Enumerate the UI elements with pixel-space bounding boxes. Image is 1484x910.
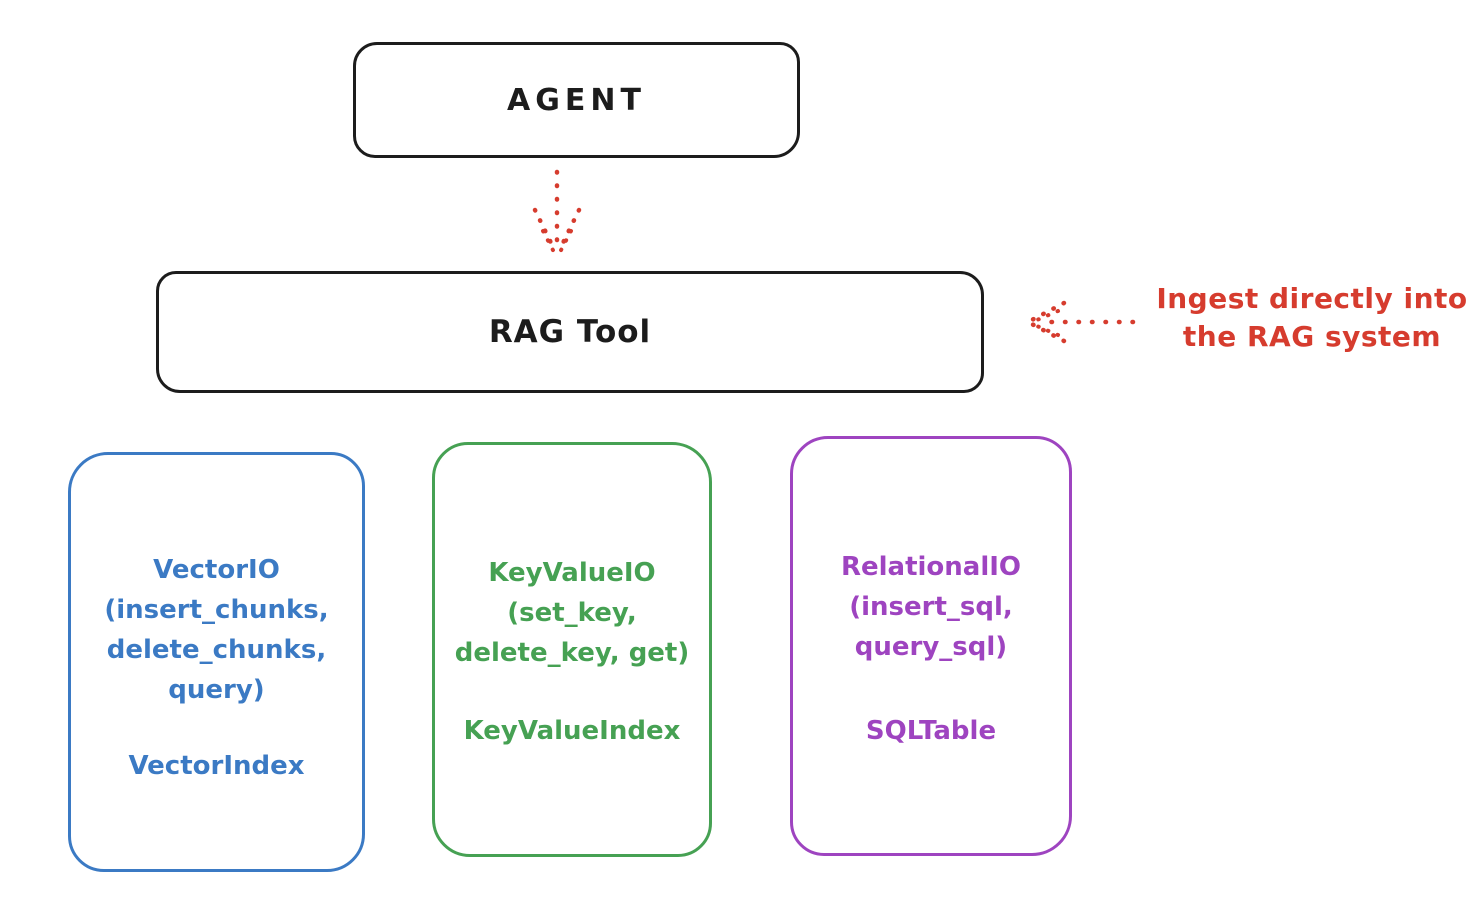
relational-io-line: RelationalIO: [840, 552, 1022, 582]
ingest-annotation: Ingest directly into the RAG system: [1140, 280, 1484, 356]
ingest-annotation-dotted-arrow-icon: [1025, 300, 1136, 344]
rag-tool-box: RAG Tool: [156, 271, 984, 393]
vector-io-line: VectorIO: [153, 555, 280, 585]
backend-box-keyvalue-io: KeyValueIO (set_key, delete_key, get) Ke…: [432, 442, 712, 857]
backend-box-vector-io: VectorIO (insert_chunks, delete_chunks, …: [68, 452, 365, 872]
rag-tool-label: RAG Tool: [488, 314, 652, 350]
ingest-annotation-line1: Ingest directly into: [1156, 282, 1468, 315]
ingest-annotation-line2: the RAG system: [1182, 320, 1442, 353]
vector-index-label: VectorIndex: [128, 751, 305, 781]
keyvalue-io-signature: KeyValueIO (set_key, delete_key, get): [435, 553, 709, 673]
agent-box: AGENT: [353, 42, 800, 158]
relational-io-line: (insert_sql,: [849, 592, 1013, 622]
keyvalue-index-label: KeyValueIndex: [463, 716, 681, 746]
vector-io-line: query): [168, 675, 265, 705]
vector-io-line: delete_chunks,: [106, 635, 327, 665]
agent-to-ragtool-dotted-arrow-icon: [532, 169, 582, 256]
agent-label: AGENT: [507, 82, 646, 118]
relational-io-line: query_sql): [854, 632, 1008, 662]
relational-io-signature: RelationalIO (insert_sql, query_sql): [793, 547, 1069, 667]
vector-io-line: (insert_chunks,: [104, 595, 329, 625]
keyvalue-io-line: (set_key,: [507, 598, 637, 628]
keyvalue-io-line: KeyValueIO: [488, 558, 656, 588]
keyvalue-io-line: delete_key, get): [454, 638, 690, 668]
sql-table-label: SQLTable: [865, 716, 997, 746]
backend-box-relational-io: RelationalIO (insert_sql, query_sql) SQL…: [790, 436, 1072, 856]
vector-io-signature: VectorIO (insert_chunks, delete_chunks, …: [71, 550, 362, 710]
